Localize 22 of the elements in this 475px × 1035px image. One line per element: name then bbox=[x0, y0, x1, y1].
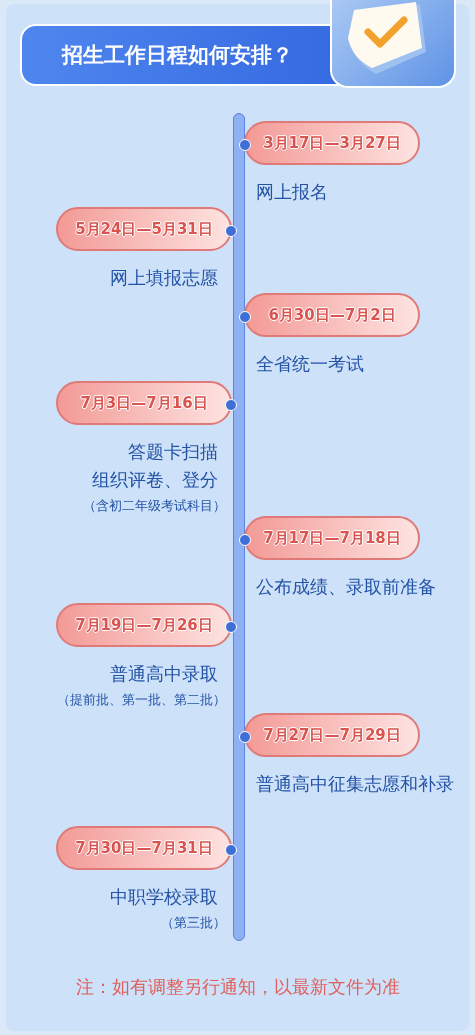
description-text: 网上填报志愿 bbox=[109, 266, 218, 290]
title: 招生工作日程如何安排？ bbox=[62, 42, 293, 69]
date-text: 7月17日—7月18日 bbox=[263, 528, 401, 548]
note-text: （含初二年级考试科目） bbox=[82, 497, 226, 515]
date-text: 7月3日—7月16日 bbox=[80, 393, 208, 413]
note-text: （提前批、第一批、第二批） bbox=[56, 691, 226, 709]
description-text: 普通高中录取 bbox=[109, 662, 218, 686]
description-text: 全省统一考试 bbox=[256, 352, 365, 376]
description-text: 普通高中征集志愿和补录 bbox=[256, 772, 455, 796]
date-text: 7月27日—7月29日 bbox=[263, 725, 401, 745]
description-text: 网上报名 bbox=[256, 180, 329, 204]
date-text: 6月30日—7月2日 bbox=[268, 305, 396, 325]
description-text: 答题卡扫描 bbox=[127, 440, 218, 464]
date-text: 5月24日—5月31日 bbox=[75, 219, 213, 239]
description-text: 组织评卷、登分 bbox=[91, 468, 218, 492]
date-text: 3月17日—3月27日 bbox=[263, 133, 401, 153]
description-text: 公布成绩、录取前准备 bbox=[256, 575, 437, 599]
description-text: 中职学校录取 bbox=[109, 885, 218, 909]
note-text: （第三批） bbox=[160, 914, 226, 932]
note-text: 注：如有调整另行通知，以最新文件为准 bbox=[74, 975, 401, 999]
date-text: 7月19日—7月26日 bbox=[75, 615, 213, 635]
date-text: 7月30日—7月31日 bbox=[75, 838, 213, 858]
